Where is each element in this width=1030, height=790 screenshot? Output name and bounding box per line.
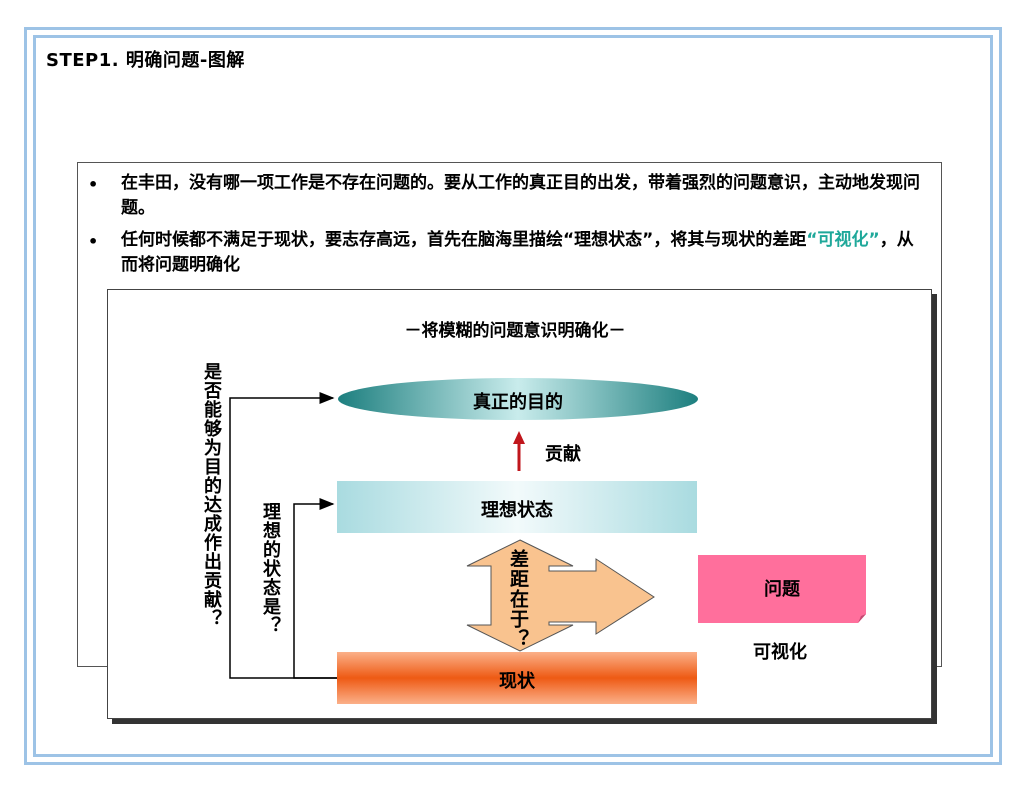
bullet-2-icon: • — [88, 232, 99, 251]
ideal-state-label: 理想状态 — [481, 500, 553, 521]
problem-box-fold — [858, 614, 866, 623]
slide-title: STEP1. 明确问题-图解 — [46, 50, 245, 71]
problem-box — [698, 555, 866, 623]
true-purpose-label: 真正的目的 — [473, 392, 563, 413]
true-purpose-ellipse — [338, 378, 698, 420]
connector-ideal — [293, 498, 337, 679]
contribution-label: 贡献 — [545, 444, 581, 465]
bullet-2-tail: ，从而将问题明确化 — [121, 230, 914, 275]
connector-purpose — [229, 392, 337, 679]
bullet-1-icon: • — [88, 175, 99, 194]
ideal-state-bar — [337, 481, 697, 533]
outer-frame — [24, 27, 1002, 765]
bullet-1-text: 在丰田，没有哪一项工作是不存在问题的。要从工作的真正目的出发，带着强烈的问题意识… — [121, 171, 921, 221]
bullet-1-body: 在丰田，没有哪一项工作是不存在问题的。要从工作的真正目的出发，带着强烈的问题意识… — [121, 173, 920, 218]
current-state-label: 现状 — [499, 671, 535, 692]
outer-question-vertical: 是否能够为目的达成作出贡献？ — [201, 362, 222, 628]
bullet-2-text: 任何时候都不满足于现状，要志存高远，首先在脑海里描绘“理想状态”，将其与现状的差… — [121, 228, 921, 278]
contribution-arrow-head — [513, 431, 525, 444]
bullet-2-body: 任何时候都不满足于现状，要志存高远，首先在脑海里描绘“理想状态”，将其与现状的差… — [121, 230, 807, 250]
visualize-label: 可视化 — [753, 642, 807, 663]
gap-label: 差距在于？ — [507, 549, 529, 649]
bullet-2-highlight: “可视化” — [806, 230, 880, 250]
diagram-title: －将模糊的问题意识明确化－ — [404, 321, 626, 341]
gap-arrow-shape — [466, 539, 655, 652]
inner-frame — [33, 35, 993, 757]
problem-label: 问题 — [764, 579, 800, 600]
inner-question-vertical: 理想的状态是？ — [260, 502, 281, 635]
current-state-bar — [337, 652, 697, 704]
